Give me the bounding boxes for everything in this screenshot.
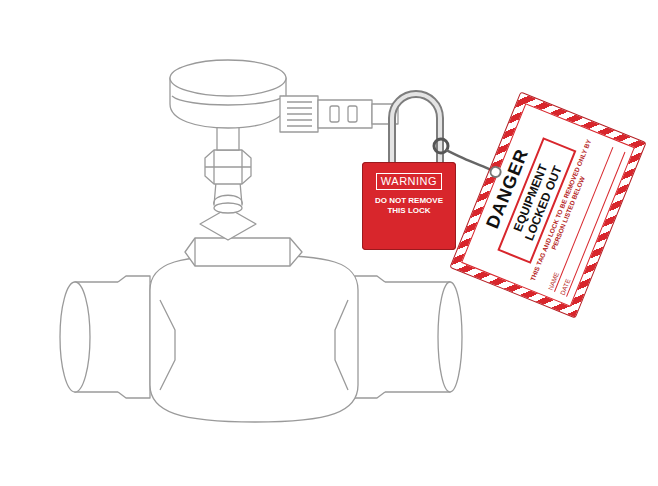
warning-label: WARNING (376, 173, 442, 190)
padlock-shackle-shine (392, 94, 440, 166)
lock-notice: DO NOT REMOVE THIS LOCK (368, 196, 450, 216)
tag-ring (434, 139, 448, 153)
stem-flange-top (214, 203, 242, 213)
hasp-slot (330, 106, 339, 122)
handwheel-rim (172, 96, 284, 105)
hasp-plate (318, 100, 372, 128)
stem-neck (217, 125, 239, 150)
valve-body (150, 255, 358, 422)
hex-nut (205, 150, 251, 184)
stem-ball (214, 182, 243, 205)
bonnet-edge (195, 238, 290, 266)
padlock-shackle (392, 94, 440, 166)
danger-tag: DANGEREQUIPMENT LOCKED OUTTHIS TAG AND L… (449, 91, 646, 318)
left-pipe-end (60, 282, 90, 392)
clamp-block (280, 96, 318, 132)
right-collar (355, 276, 385, 398)
right-pipe-end (438, 282, 462, 392)
hasp-slot (348, 106, 357, 122)
body-contour (335, 300, 348, 390)
left-collar (118, 276, 150, 398)
tag-face: DANGEREQUIPMENT LOCKED OUTTHIS TAG AND L… (461, 103, 635, 307)
bonnet-plate (185, 238, 302, 266)
handwheel-top (170, 60, 286, 96)
nut-edge (205, 150, 251, 184)
padlock-body: WARNING DO NOT REMOVE THIS LOCK (362, 162, 456, 250)
body-contour (160, 300, 175, 390)
clamp-teeth (287, 102, 312, 126)
